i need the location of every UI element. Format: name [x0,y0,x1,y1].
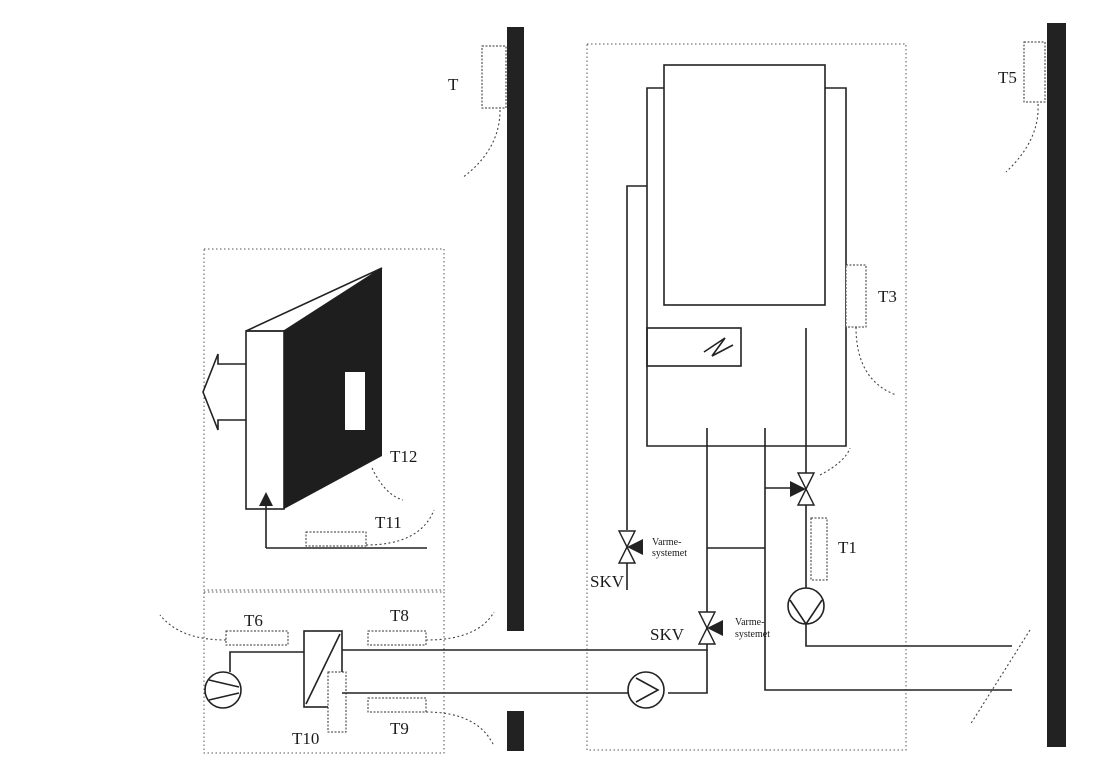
flow-arrow-icon [259,492,273,506]
hot-water-tank [663,64,826,306]
pump-icon [787,587,825,626]
label-T11: T11 [375,513,402,532]
valve-icon [617,530,643,564]
wall-left [507,27,524,631]
label-T10: T10 [292,729,319,748]
label-T12: T12 [390,447,417,466]
label-skv-upper: SKV [590,572,625,591]
label-T9: T9 [390,719,409,738]
label-T1: T1 [838,538,857,557]
wall-left-lower [507,711,524,751]
pipe-break-line [969,629,1031,726]
heat-pump-unit-box [203,591,445,754]
wall-right [1047,23,1066,747]
fan-arrow-icon [202,353,246,431]
sensor-T5: T5 [998,41,1046,173]
valve-icon [697,611,723,645]
label-T: T [448,75,459,94]
label-skv-lower: SKV [650,625,685,644]
heat-pump-unit: T6 T10 T8 T9 [159,606,495,748]
label-T3: T3 [878,287,897,306]
ventilation-unit-box [203,248,445,591]
ventilation-unit: T11 T12 [202,267,435,549]
intake-grille [345,372,365,430]
label-varme-lower-2: systemet [735,629,770,640]
label-varme-upper-1: Varme- [652,537,681,548]
label-T5: T5 [998,68,1017,87]
label-T8: T8 [390,606,409,625]
compressor-icon [204,671,242,709]
heat-exchanger-icon [303,630,343,708]
sensor-T: T [448,45,507,179]
pump-icon [627,671,665,709]
boiler-unit: T3 SKV Varme- systemet SKV Varme- system… [590,64,1012,709]
valve-icon [790,472,816,506]
boiler-unit-box [586,43,907,751]
label-T6: T6 [244,611,263,630]
label-varme-lower-1: Varme- [735,617,764,628]
heater-icon [646,327,742,367]
label-varme-upper-2: systemet [652,548,687,559]
